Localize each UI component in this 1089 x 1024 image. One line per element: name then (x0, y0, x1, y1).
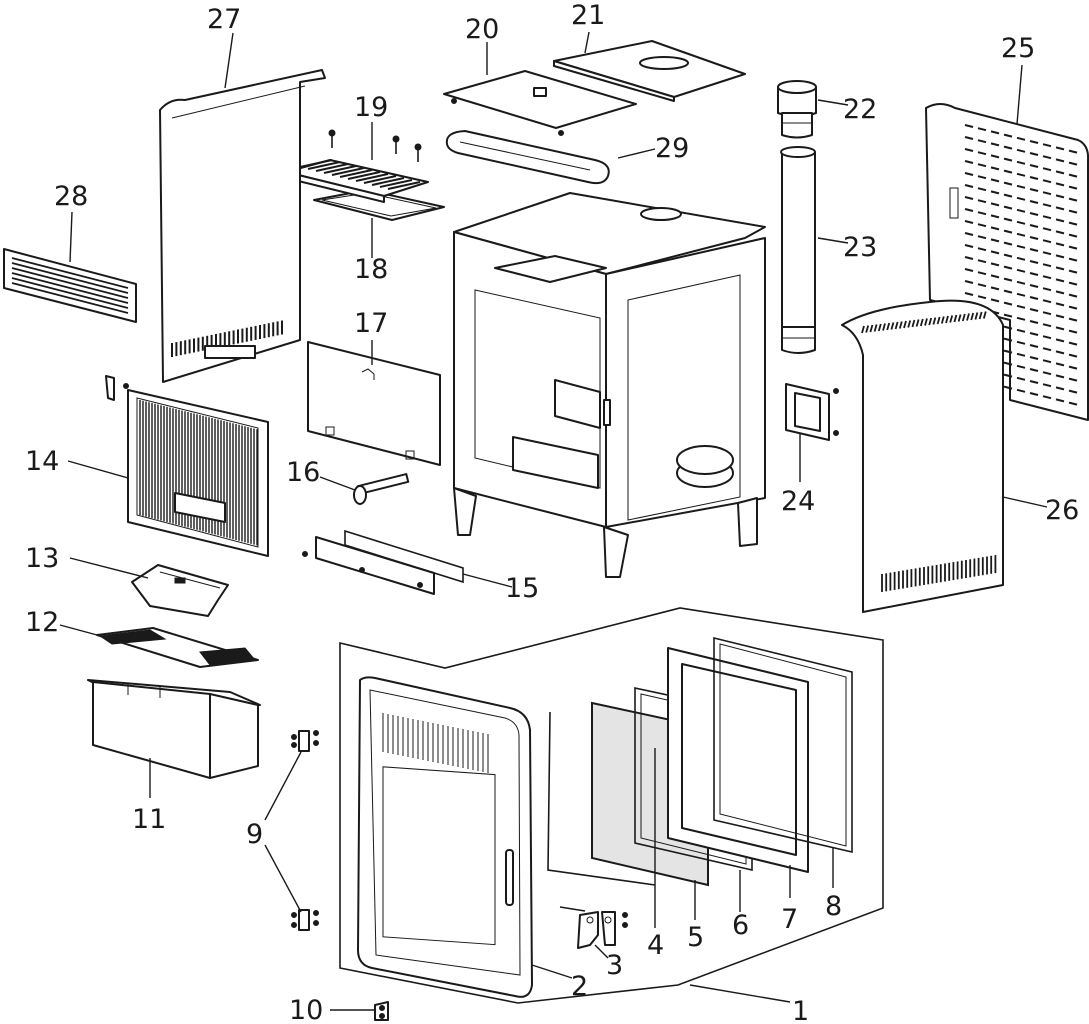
part-4-gasket-rope (547, 711, 656, 886)
part-13-burn-pot (131, 564, 229, 617)
part-21-top-plate (553, 40, 746, 102)
stove-body-frame (453, 192, 766, 578)
callout-27: 27 (207, 4, 241, 35)
callout-22: 22 (843, 94, 877, 125)
callout-2: 2 (571, 971, 588, 1002)
callout-6: 6 (732, 910, 749, 941)
part-22-flue-cap (777, 80, 817, 139)
callout-28: 28 (54, 181, 88, 212)
part-28-air-grille (3, 248, 137, 323)
right-panel-top-slots (861, 311, 987, 334)
part-23-flue-pipe (780, 146, 816, 354)
callout-5: 5 (687, 922, 704, 953)
callout-12: 12 (25, 607, 59, 638)
side-panel-vent-slots (964, 124, 1078, 406)
callout-8: 8 (825, 891, 842, 922)
callout-20: 20 (465, 14, 499, 45)
callout-11: 11 (132, 804, 166, 835)
door-handle (505, 849, 514, 906)
callout-13: 13 (25, 543, 59, 574)
part-15-plate (302, 529, 464, 595)
callout-19: 19 (354, 92, 388, 123)
callout-25: 25 (1001, 33, 1035, 64)
part-29-ring-gasket (445, 130, 610, 185)
callout-17: 17 (354, 308, 388, 339)
leader-lines (59, 31, 1048, 1003)
part-19-heat-exchanger (285, 129, 429, 203)
part-2-door (357, 676, 533, 998)
callout-10: 10 (289, 995, 323, 1024)
part-26-right-panel (841, 299, 1004, 613)
callout-15: 15 (505, 573, 539, 604)
right-panel-bottom-slots (881, 555, 997, 592)
heat-exchanger-fins (299, 159, 421, 190)
part-14-front-panel (105, 375, 269, 557)
callout-29: 29 (655, 133, 689, 164)
air-grille-slots (11, 257, 129, 314)
callout-26: 26 (1045, 495, 1079, 526)
callout-16: 16 (286, 457, 320, 488)
callout-4: 4 (647, 930, 664, 961)
callout-14: 14 (25, 446, 59, 477)
part-10-latch (330, 1001, 389, 1021)
part-7-glass-frame (667, 647, 809, 873)
part-17-inner-panel (307, 341, 441, 466)
part-16-igniter (353, 473, 410, 505)
part-24-adaptor-plate (785, 383, 839, 441)
part-12-grate (96, 627, 259, 668)
part-11-ash-drawer (87, 679, 261, 779)
callout-23: 23 (843, 232, 877, 263)
part-9-hinges (291, 730, 319, 931)
callout-3: 3 (606, 950, 623, 981)
callout-1: 1 (792, 996, 809, 1024)
left-panel-vent-slots (171, 320, 283, 357)
callout-24: 24 (781, 486, 815, 517)
door-assembly-group-outline (339, 607, 884, 1004)
callout-labels: 27 28 19 18 17 16 15 14 13 12 11 9 10 20… (25, 0, 1079, 1024)
part-3-hinge-bracket (559, 906, 628, 949)
callout-18: 18 (354, 254, 388, 285)
part-27-left-side-panel (159, 69, 326, 383)
callout-9: 9 (246, 819, 263, 850)
door-vent-slots (382, 713, 489, 773)
part-25-side-panel (925, 103, 1089, 421)
part-20-top-cover (443, 70, 637, 136)
callout-21: 21 (571, 0, 605, 31)
part-8-door-seal (713, 636, 853, 854)
callout-7: 7 (781, 904, 798, 935)
